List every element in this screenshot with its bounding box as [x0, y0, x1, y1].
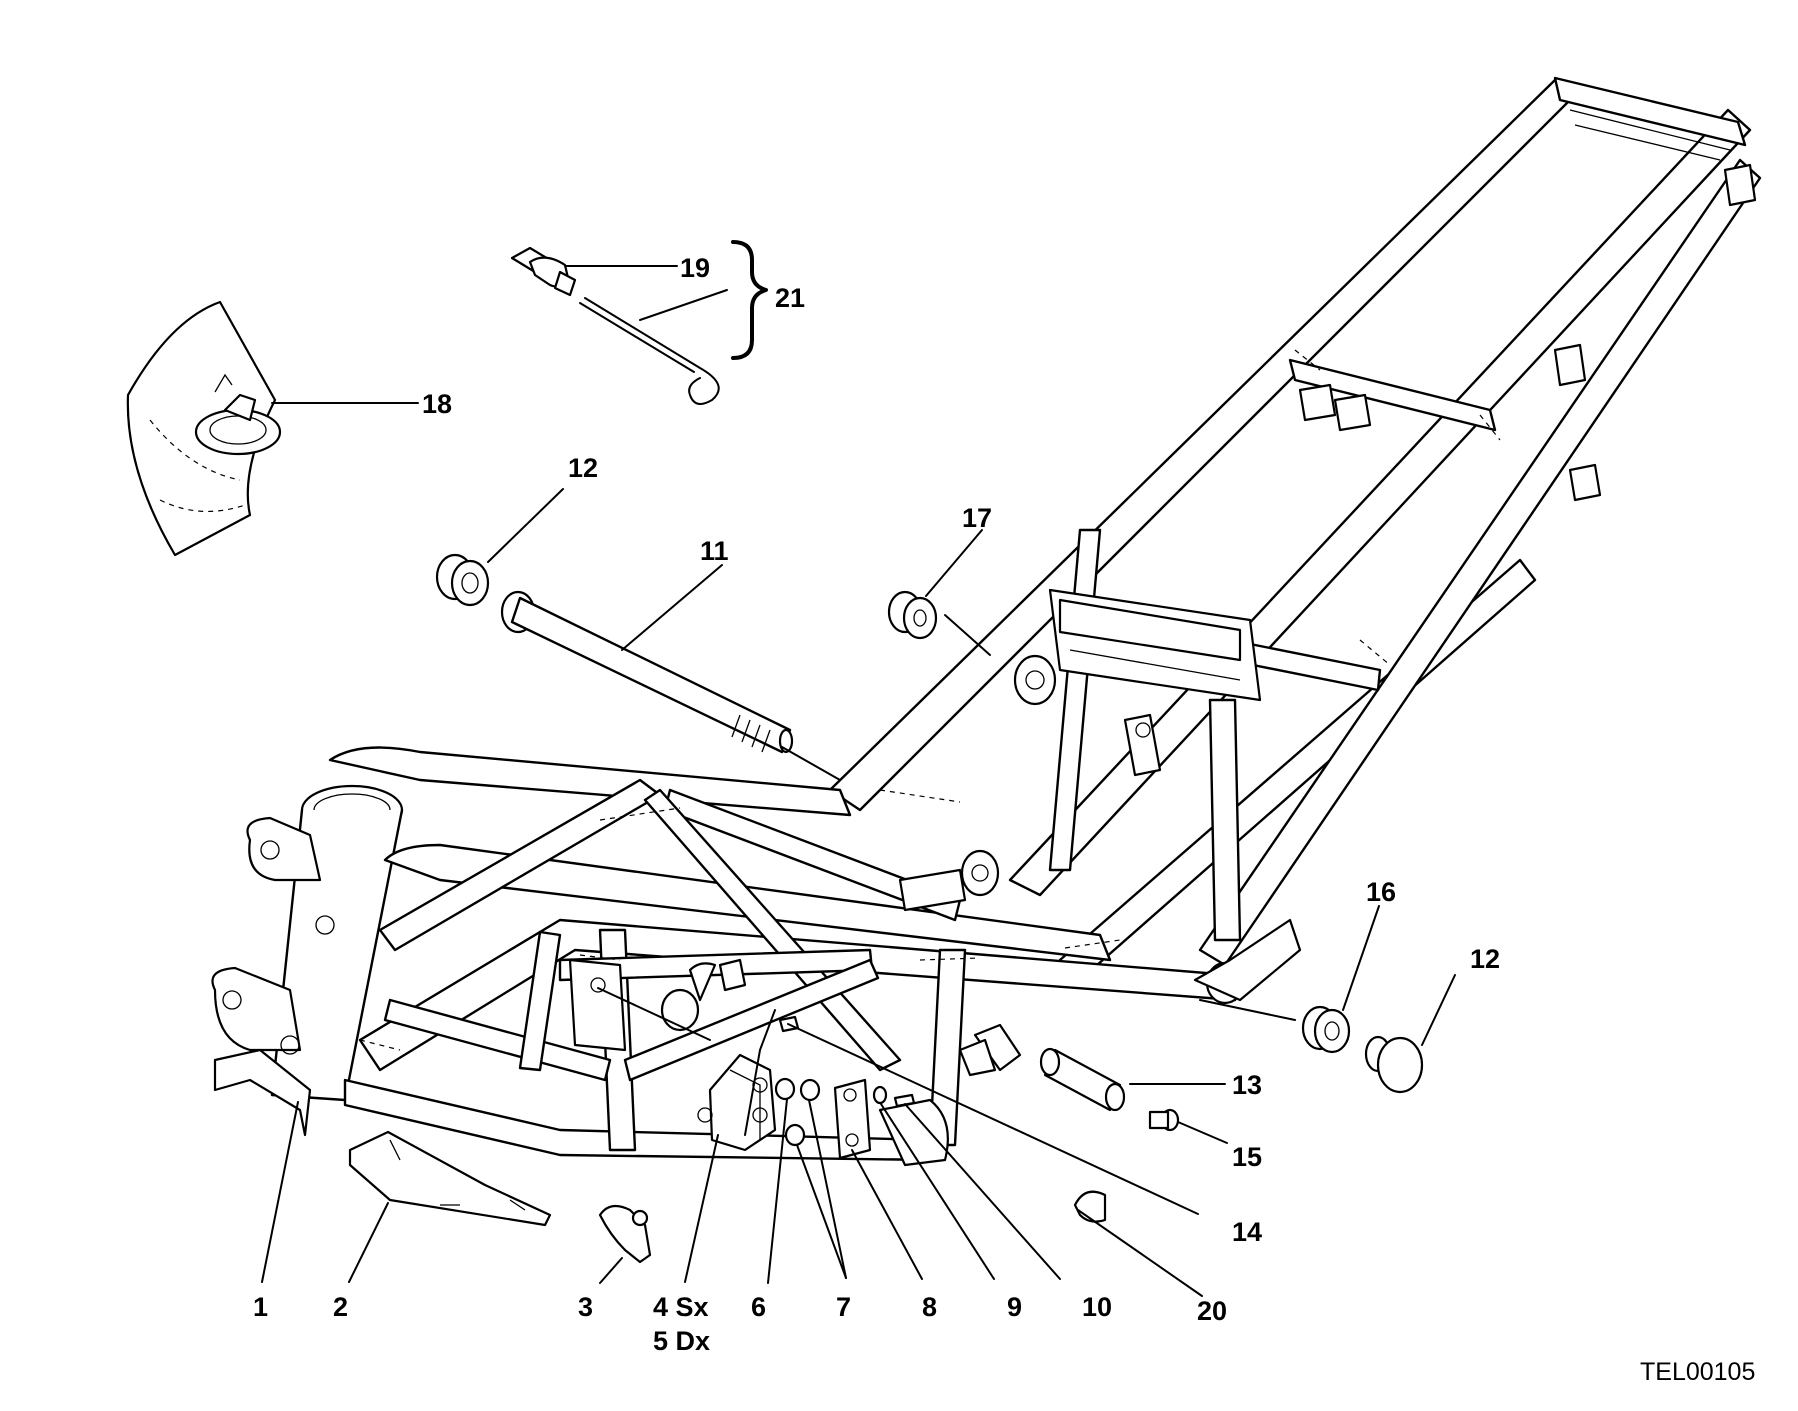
- callout-labels: 19 21 18 12 11 17 16 12 13 15 14 20 1 2 …: [253, 253, 1500, 1356]
- callout-4-sx: 4 Sx: [653, 1292, 709, 1322]
- callout-17: 17: [962, 503, 992, 533]
- callout-18: 18: [422, 389, 452, 419]
- callout-14: 14: [1232, 1217, 1262, 1247]
- callout-20: 20: [1197, 1296, 1227, 1326]
- leader-lines: [261, 265, 1456, 1297]
- part-11-long-bolt: [500, 590, 794, 754]
- part-21-rod: [579, 297, 720, 405]
- callout-7: 7: [836, 1292, 851, 1322]
- part-16-nut: [1301, 1005, 1351, 1054]
- callout-15: 15: [1232, 1142, 1262, 1172]
- part-12-cap-right: [1364, 1035, 1424, 1094]
- callout-9: 9: [1007, 1292, 1022, 1322]
- callout-1: 1: [253, 1292, 268, 1322]
- callout-16: 16: [1366, 877, 1396, 907]
- rear-bracket-plate: [568, 958, 627, 1052]
- callout-3: 3: [578, 1292, 593, 1322]
- part-3-clamp: [598, 1204, 652, 1264]
- callout-21: 21: [775, 283, 805, 313]
- rear-lower-mount: [878, 1098, 949, 1167]
- drawing-code: TEL00105: [1640, 1358, 1755, 1386]
- part-4-5-bracket: [697, 1053, 777, 1152]
- group-brace: [731, 240, 768, 360]
- callout-12-right: 12: [1470, 944, 1500, 974]
- part-17-grommet: [887, 590, 938, 640]
- part-2-plate: [348, 1130, 552, 1227]
- part-12-grommet-top: [435, 553, 490, 607]
- callout-2: 2: [333, 1292, 348, 1322]
- part-18-fuel-cap-cover: [126, 300, 282, 557]
- part-15-bolt: [1148, 1108, 1180, 1132]
- part-13-spacer: [1039, 1047, 1126, 1112]
- callout-10: 10: [1082, 1292, 1112, 1322]
- callout-8: 8: [922, 1292, 937, 1322]
- callout-13: 13: [1232, 1070, 1262, 1100]
- part-19-latch: [510, 246, 577, 297]
- callout-6: 6: [751, 1292, 766, 1322]
- callout-12-top: 12: [568, 453, 598, 483]
- bracket-near-13: [958, 1023, 1022, 1077]
- callout-5-dx: 5 Dx: [653, 1326, 710, 1356]
- part-1-bracket: [213, 1048, 312, 1137]
- callout-11: 11: [700, 536, 729, 566]
- callout-19: 19: [680, 253, 710, 283]
- main-frame: [211, 76, 1762, 1162]
